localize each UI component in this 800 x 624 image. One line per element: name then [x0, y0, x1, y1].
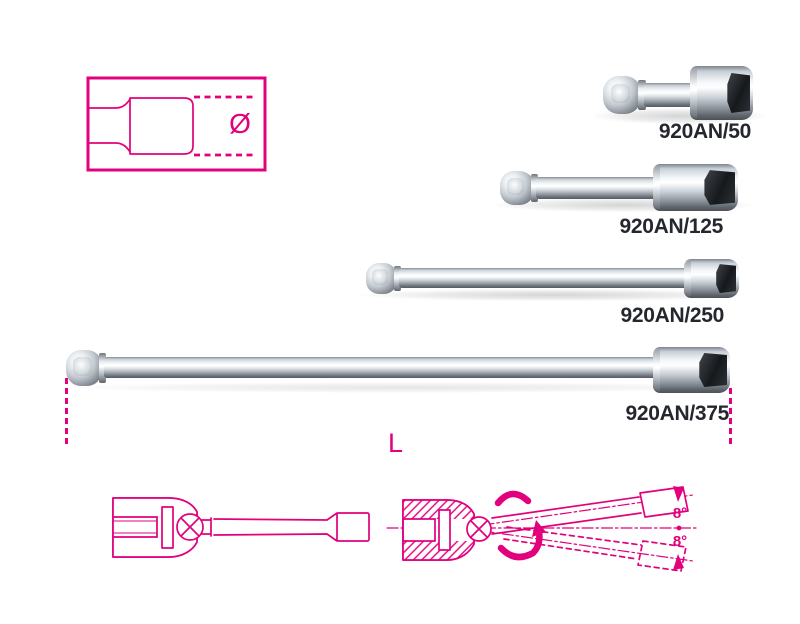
tilted-shaft-dashed: [503, 526, 642, 560]
product-code-label: 920AN/375: [625, 402, 729, 425]
tilted-shaft-solid: [491, 496, 642, 535]
drive-square-section: [438, 509, 451, 551]
drive-shaft-outline: [87, 98, 131, 109]
shaft-section: [201, 512, 338, 542]
product-photo-920an-250: [356, 255, 751, 303]
collar-ring: [99, 353, 106, 383]
diagram-frame: [86, 76, 267, 172]
socket-head: [684, 259, 739, 298]
section-drawing-swivel: 8° 8°: [386, 486, 699, 572]
dimension-extension-line-left: [65, 378, 68, 448]
product-photo-920an-50: [592, 62, 767, 124]
wobble-ball-end: [500, 171, 534, 205]
angle-label-top: 8°: [673, 505, 687, 522]
upper-angle-arrowhead: [673, 486, 684, 502]
wobble-ball-end: [66, 350, 102, 386]
extension-shaft: [104, 357, 656, 378]
extension-shaft: [644, 83, 692, 107]
product-code-label: 920AN/250: [620, 304, 724, 327]
hatch-top: [403, 500, 447, 519]
axis-dot: [676, 525, 682, 531]
tilted-drive-end-dashed: [637, 540, 687, 572]
lower-angle-axis: [482, 530, 694, 562]
diameter-symbol-label: Ø: [229, 108, 251, 139]
drop-shadow: [358, 289, 748, 301]
product-code-label: 920AN/50: [658, 120, 751, 143]
dimension-extension-line-right: [729, 388, 732, 448]
product-photo-920an-375: [58, 343, 750, 395]
socket-body-outline: [129, 97, 194, 155]
collar-ring: [531, 174, 538, 202]
product-photo-920an-125: [490, 160, 755, 214]
extension-shaft: [536, 177, 656, 199]
drive-square-section: [161, 506, 174, 549]
lower-angle-arrowhead: [673, 554, 684, 570]
socket-head: [690, 66, 753, 120]
socket-head: [653, 164, 738, 211]
length-dimension-label: L: [388, 428, 404, 458]
rotation-arrow: [494, 490, 532, 507]
diameter-diagram: Ø: [86, 76, 267, 172]
product-code-label: 920AN/125: [619, 215, 723, 238]
collar-ring: [638, 80, 646, 110]
hatch-bottom: [403, 541, 447, 560]
square-drive-end: [336, 512, 370, 542]
collar-ring: [394, 266, 401, 291]
section-drawing-straight: [112, 497, 370, 558]
rotation-arrow-head: [532, 520, 546, 537]
drop-shadow: [60, 382, 748, 393]
wobble-ball-end: [366, 263, 397, 294]
extension-shaft: [399, 268, 687, 288]
angle-label-bottom: 8°: [673, 533, 687, 550]
socket-head: [653, 347, 730, 393]
wobble-ball-end: [603, 76, 641, 114]
